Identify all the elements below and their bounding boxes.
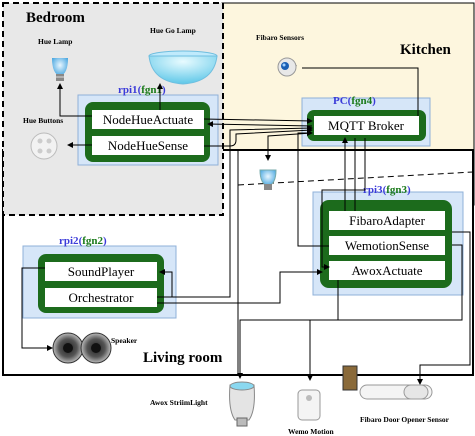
wire-orch-sound	[157, 269, 173, 298]
rpi3-name: rpi3	[363, 184, 383, 196]
awox-actuate-label: AwoxActuate	[351, 263, 422, 278]
wire-orchestrator-mqtt	[157, 125, 313, 298]
sound-player-label: SoundPlayer	[68, 264, 135, 279]
node-hue-sense-label: NodeHueSense	[108, 138, 188, 153]
wemotion-sense-label: WemotionSense	[345, 238, 429, 253]
fibaro-sensors-label: Fibaro Sensors	[256, 33, 304, 42]
bedroom-label: Bedroom	[26, 10, 85, 26]
fibaro-door-opener-icon	[342, 365, 433, 400]
wire-mqtt-actuate	[207, 121, 313, 128]
node-hue-actuate-label: NodeHueActuate	[103, 112, 193, 127]
rpi1-name: rpi1	[118, 84, 138, 96]
rpi1-title: rpi1(fgn1)	[118, 84, 166, 96]
wire-mqtt-kitchen-bulb	[265, 132, 313, 161]
orchestrator	[45, 288, 157, 307]
wire-actuate-hue-lamp	[57, 83, 92, 117]
light-bulb-icon	[259, 169, 277, 190]
wire-wemo-motion	[307, 244, 463, 381]
connections	[21, 65, 471, 385]
wire-orchestrator-rpi3	[157, 269, 323, 304]
hue-go-lamp-icon	[148, 50, 218, 85]
wire-actuate-mqtt	[203, 117, 313, 124]
orchestrator-label: Orchestrator	[69, 290, 135, 305]
wire-sound-speaker	[21, 267, 53, 351]
fibaro-door-opener-label: Fibaro Door Opener Sensor	[360, 415, 450, 424]
fibaro-sensors-icon	[277, 57, 297, 77]
hue-buttons-icon	[30, 132, 58, 160]
awox-striim-light-label: Awox StriimLight	[150, 398, 208, 407]
awox-striim-light-icon	[229, 381, 255, 427]
wemotion-sense	[329, 236, 445, 255]
wire-fibaro-door	[417, 231, 471, 385]
hue-lamp-icon	[52, 58, 68, 81]
wemo-motion-label: Wemo Motion	[288, 427, 334, 436]
node-hue-sense	[92, 136, 204, 155]
kitchen-label: Kitchen	[400, 42, 451, 58]
wire-fibaro-sensors-line	[302, 67, 419, 116]
speaker-label: Speaker	[111, 336, 138, 345]
living-room-label: Living room	[143, 350, 223, 366]
hue-go-lamp-label: Hue Go Lamp	[150, 26, 196, 35]
wire-awox-light	[237, 280, 339, 379]
fibaro-adapter	[329, 211, 445, 230]
pc4-name: PC	[333, 95, 348, 107]
wire-wemotion-mqtt	[297, 130, 329, 247]
speaker-icon	[52, 332, 112, 364]
pc4-title: PC(fgn4)	[333, 95, 376, 107]
sound-player	[45, 262, 157, 281]
node-hue-actuate	[92, 110, 204, 129]
rpi3-fgn: fgn3	[386, 184, 407, 196]
rpi3-title: rpi3(fgn3)	[363, 184, 411, 196]
rpi2-title: rpi2(fgn2)	[59, 235, 107, 247]
wemo-motion-icon	[297, 389, 321, 421]
rpi2-fgn: fgn2	[82, 235, 103, 247]
wire-mqtt-awox	[321, 138, 366, 270]
fibaro-adapter-label: FibaroAdapter	[349, 213, 425, 228]
rpi2-name: rpi2	[59, 235, 79, 247]
awox-actuate	[329, 261, 445, 280]
mqtt-broker	[314, 116, 419, 135]
mqtt-broker-label: MQTT Broker	[328, 118, 405, 133]
rpi1-fgn: fgn1	[141, 84, 162, 96]
pc4-fgn: fgn4	[351, 95, 372, 107]
hue-lamp-label: Hue Lamp	[38, 37, 72, 46]
hue-buttons-label: Hue Buttons	[23, 116, 63, 125]
